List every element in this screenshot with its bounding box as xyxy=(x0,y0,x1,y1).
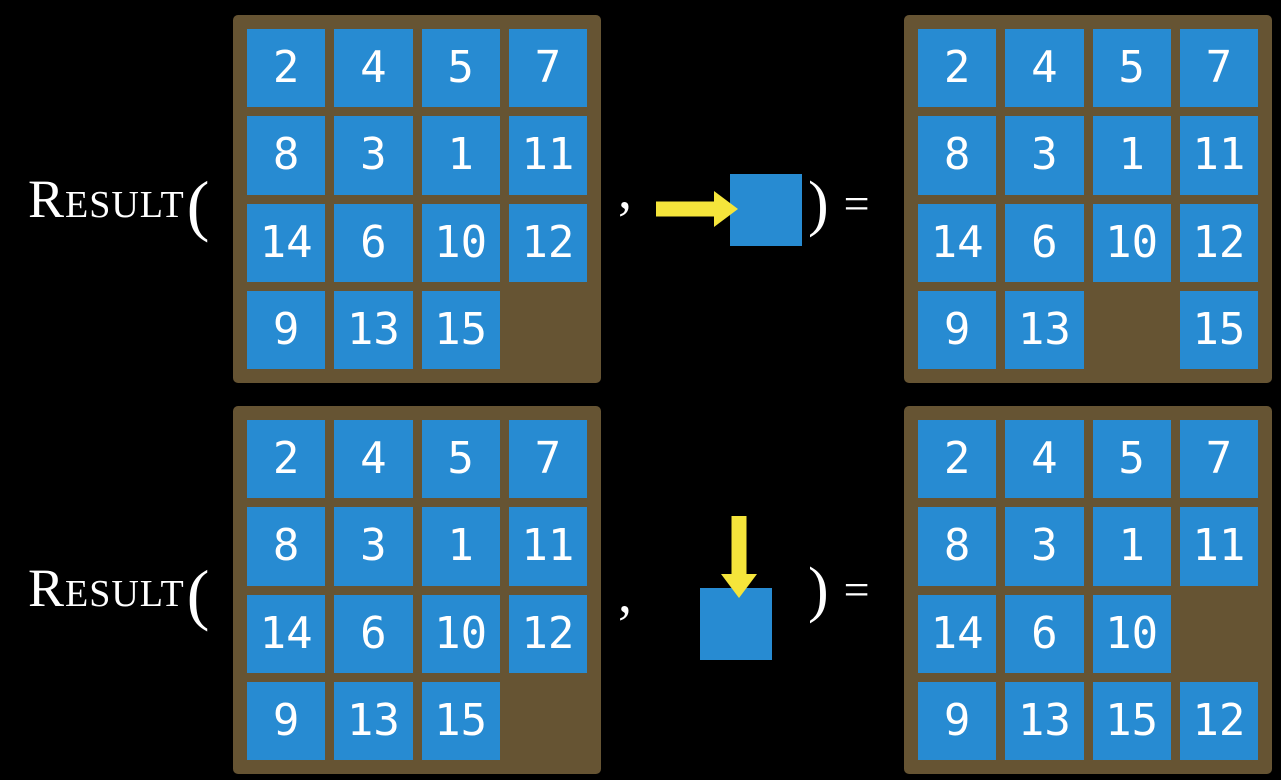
tile-7: 7 xyxy=(1179,29,1258,108)
function-label-2: Result( xyxy=(28,548,209,628)
tile-3: 3 xyxy=(1005,116,1084,195)
tile-8: 8 xyxy=(918,507,997,586)
tile-6: 6 xyxy=(1005,594,1084,673)
open-paren: ( xyxy=(186,556,210,632)
tile-12: 12 xyxy=(508,594,587,673)
close-paren: ) xyxy=(808,556,829,624)
tile-13: 13 xyxy=(334,681,413,760)
tile-4: 4 xyxy=(1005,420,1084,499)
tile-9: 9 xyxy=(918,681,997,760)
tile-5: 5 xyxy=(421,420,500,499)
tile-7: 7 xyxy=(1179,420,1258,499)
tile-8: 8 xyxy=(247,116,326,195)
tile-12: 12 xyxy=(1179,681,1258,760)
empty-cell xyxy=(1093,291,1171,369)
tile-7: 7 xyxy=(508,420,587,499)
empty-cell xyxy=(509,291,587,369)
tile-14: 14 xyxy=(918,203,997,282)
tile-13: 13 xyxy=(1005,290,1084,369)
tile-6: 6 xyxy=(334,594,413,673)
tile-14: 14 xyxy=(247,594,326,673)
tile-11: 11 xyxy=(1179,507,1258,586)
tile-11: 11 xyxy=(1179,116,1258,195)
moving-tile-square-2 xyxy=(700,588,772,660)
tile-13: 13 xyxy=(1005,681,1084,760)
tile-10: 10 xyxy=(421,203,500,282)
empty-cell xyxy=(1180,595,1258,673)
open-paren: ( xyxy=(186,167,210,243)
tile-12: 12 xyxy=(508,203,587,282)
function-name: Result xyxy=(28,558,185,618)
tile-1: 1 xyxy=(421,116,500,195)
arrow-down-icon xyxy=(721,516,757,598)
tile-8: 8 xyxy=(247,507,326,586)
tile-4: 4 xyxy=(1005,29,1084,108)
tile-14: 14 xyxy=(247,203,326,282)
tile-6: 6 xyxy=(1005,203,1084,282)
tile-10: 10 xyxy=(421,594,500,673)
tile-9: 9 xyxy=(247,290,326,369)
close-paren: ) xyxy=(808,170,829,238)
tile-5: 5 xyxy=(1092,420,1171,499)
tile-9: 9 xyxy=(918,290,997,369)
tile-11: 11 xyxy=(508,116,587,195)
tile-6: 6 xyxy=(334,203,413,282)
tile-3: 3 xyxy=(334,116,413,195)
equals-sign: = xyxy=(843,564,870,615)
tile-9: 9 xyxy=(247,681,326,760)
arrow-right-icon xyxy=(656,191,738,227)
comma-2: , xyxy=(618,563,632,625)
moving-tile-square-1 xyxy=(730,174,802,246)
tile-15: 15 xyxy=(421,681,500,760)
tile-10: 10 xyxy=(1092,594,1171,673)
function-name: Result xyxy=(28,169,185,229)
tile-15: 15 xyxy=(1179,290,1258,369)
tile-2: 2 xyxy=(918,420,997,499)
tile-1: 1 xyxy=(421,507,500,586)
tile-11: 11 xyxy=(508,507,587,586)
function-label-1: Result( xyxy=(28,159,209,239)
tile-5: 5 xyxy=(1092,29,1171,108)
tile-3: 3 xyxy=(1005,507,1084,586)
tile-15: 15 xyxy=(1092,681,1171,760)
tile-13: 13 xyxy=(334,290,413,369)
tile-1: 1 xyxy=(1092,116,1171,195)
tile-2: 2 xyxy=(247,29,326,108)
tile-15: 15 xyxy=(421,290,500,369)
tile-3: 3 xyxy=(334,507,413,586)
close-paren-equals-2: ) = xyxy=(808,557,870,623)
equals-sign: = xyxy=(843,178,870,229)
tile-1: 1 xyxy=(1092,507,1171,586)
tile-12: 12 xyxy=(1179,203,1258,282)
comma-1: , xyxy=(618,159,632,221)
tile-4: 4 xyxy=(334,29,413,108)
tile-5: 5 xyxy=(421,29,500,108)
tile-7: 7 xyxy=(508,29,587,108)
tile-2: 2 xyxy=(247,420,326,499)
close-paren-equals-1: ) = xyxy=(808,171,870,237)
tile-2: 2 xyxy=(918,29,997,108)
tile-4: 4 xyxy=(334,420,413,499)
tile-10: 10 xyxy=(1092,203,1171,282)
tile-14: 14 xyxy=(918,594,997,673)
tile-8: 8 xyxy=(918,116,997,195)
empty-cell xyxy=(509,682,587,760)
